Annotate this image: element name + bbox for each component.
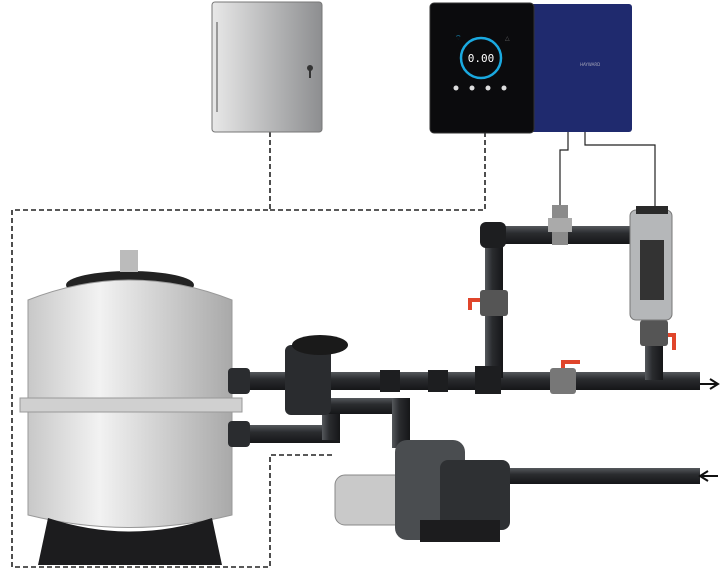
chlorinator-controller: HAYWARD 0.00 ⌔ △ [429, 2, 656, 210]
button-2[interactable] [469, 85, 475, 91]
electrolysis-cell [629, 206, 673, 321]
pump-motor [334, 474, 406, 526]
sand-filter-tank [19, 250, 250, 565]
outlet-valve [640, 320, 668, 346]
sensor-cables [559, 132, 656, 210]
prefilter-basket [440, 460, 510, 530]
probe-holder [548, 205, 572, 245]
button-3[interactable] [485, 85, 491, 91]
pool-pump [334, 440, 510, 542]
valves [468, 290, 676, 394]
warning-icon: △ [505, 35, 510, 42]
wifi-icon: ⌔ [455, 34, 462, 42]
control-panel [429, 2, 535, 134]
pressure-gauge [120, 250, 138, 272]
controller-blue-cover [530, 4, 632, 132]
inlet-valve [480, 290, 508, 316]
display-ring [459, 36, 503, 80]
inlet-arrow-icon [698, 470, 718, 482]
multiport-valve [285, 335, 348, 415]
brand-mark: HAYWARD [580, 62, 600, 67]
valve-handle [561, 360, 580, 368]
bypass-valve [550, 368, 576, 394]
button-1[interactable] [453, 85, 459, 91]
button-4[interactable] [501, 85, 507, 91]
display-value: 0.00 [468, 52, 495, 65]
outlet-arrow-icon [700, 378, 720, 390]
control-buttons [453, 85, 507, 91]
electrical-enclosure [211, 1, 323, 133]
electrical-wiring [11, 132, 486, 568]
